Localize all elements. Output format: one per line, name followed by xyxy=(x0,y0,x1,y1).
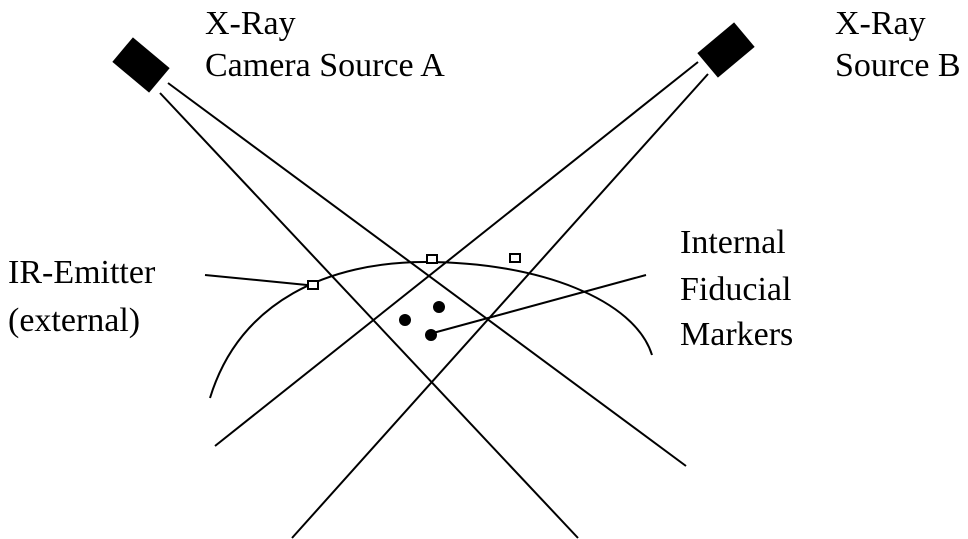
ir-emitter-marker xyxy=(426,254,438,264)
beam-b-lower-edge xyxy=(291,73,709,539)
source-a-label-line1: X-Ray xyxy=(205,5,296,42)
ir-emitter-label-line2: (external) xyxy=(8,302,140,339)
fiducial-label-line3: Markers xyxy=(680,316,793,353)
ir-emitter-leader-line xyxy=(204,274,308,286)
fiducial-label-line2: Fiducial xyxy=(680,271,791,308)
patient-body-outline xyxy=(209,260,653,399)
source-a-label-line2: Camera Source A xyxy=(205,47,445,84)
source-b-label-line2: Source B xyxy=(835,47,961,84)
fiducial-marker xyxy=(433,301,445,313)
xray-source-a-device xyxy=(112,37,170,93)
fiducial-label-line1: Internal xyxy=(680,224,786,261)
fiducial-marker xyxy=(399,314,411,326)
xray-source-b-device xyxy=(697,22,755,78)
ir-emitter-marker xyxy=(307,280,319,290)
beam-a-lower-edge xyxy=(159,92,579,539)
beam-b-upper-edge xyxy=(214,61,699,447)
ir-emitter-marker xyxy=(509,253,521,263)
source-b-label-line1: X-Ray xyxy=(835,5,926,42)
fiducial-leader-line xyxy=(432,274,647,334)
fiducial-marker xyxy=(425,329,437,341)
beam-a-upper-edge xyxy=(167,82,687,467)
ir-emitter-label-line1: IR-Emitter xyxy=(8,254,156,291)
